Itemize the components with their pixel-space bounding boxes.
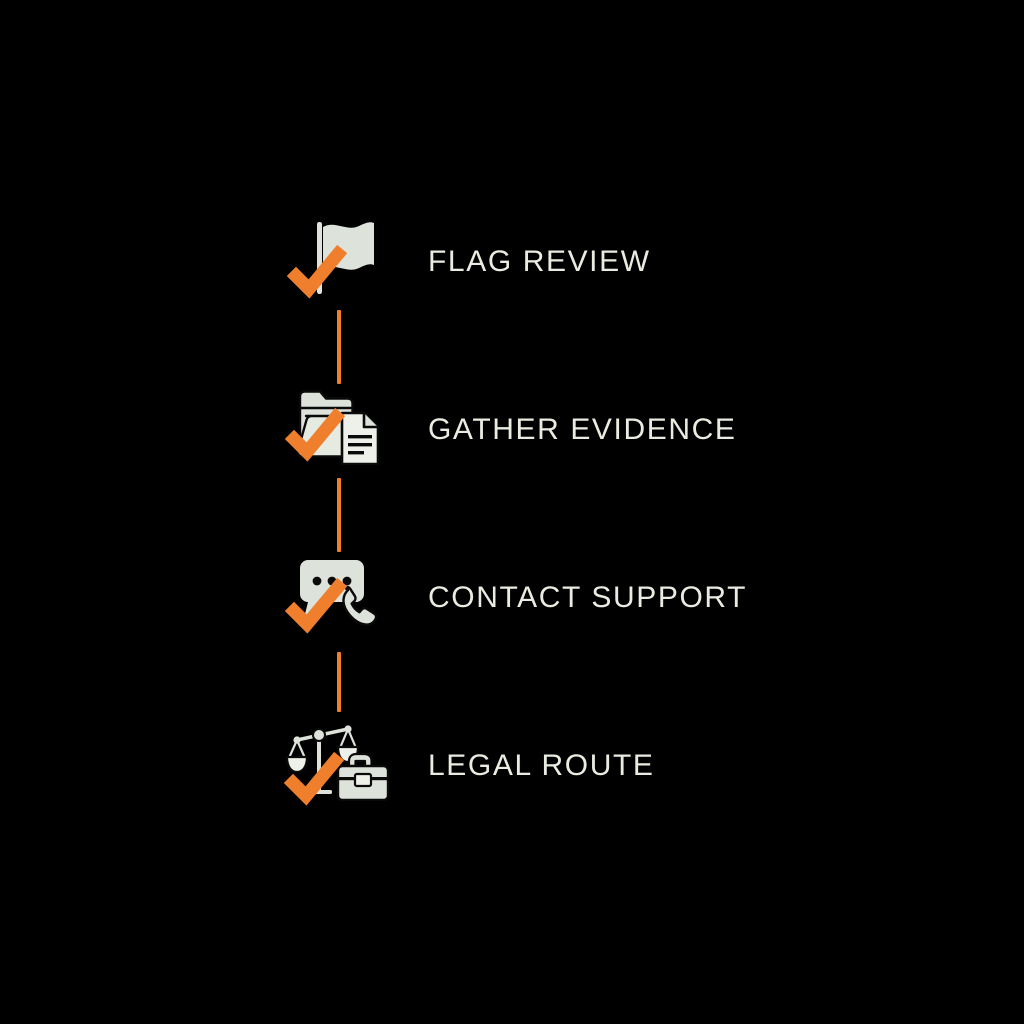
step-item-flag-review[interactable]: FLAG REVIEW bbox=[286, 218, 926, 306]
step-item-contact-support[interactable]: CONTACT SUPPORT bbox=[284, 554, 926, 642]
step-list: FLAG REVIEW bbox=[283, 218, 926, 810]
connector-line-3 bbox=[337, 652, 341, 712]
connector-line-2 bbox=[337, 478, 341, 552]
connector-slot-2 bbox=[286, 474, 926, 554]
folder-document-with-check-icon bbox=[284, 386, 394, 474]
connector-line-1 bbox=[337, 310, 341, 384]
connector-slot-3 bbox=[286, 642, 926, 722]
step-label: GATHER EVIDENCE bbox=[428, 413, 737, 446]
flag-with-check-icon bbox=[286, 218, 394, 306]
connector-slot-1 bbox=[286, 306, 926, 386]
scales-briefcase-with-check-icon bbox=[283, 722, 394, 810]
step-label: CONTACT SUPPORT bbox=[428, 581, 748, 614]
chat-bubble-phone-with-check-icon bbox=[284, 554, 394, 642]
step-label: FLAG REVIEW bbox=[428, 245, 651, 278]
step-item-gather-evidence[interactable]: GATHER EVIDENCE bbox=[284, 386, 926, 474]
step-item-legal-route[interactable]: LEGAL ROUTE bbox=[283, 722, 926, 810]
step-label: LEGAL ROUTE bbox=[428, 749, 655, 782]
